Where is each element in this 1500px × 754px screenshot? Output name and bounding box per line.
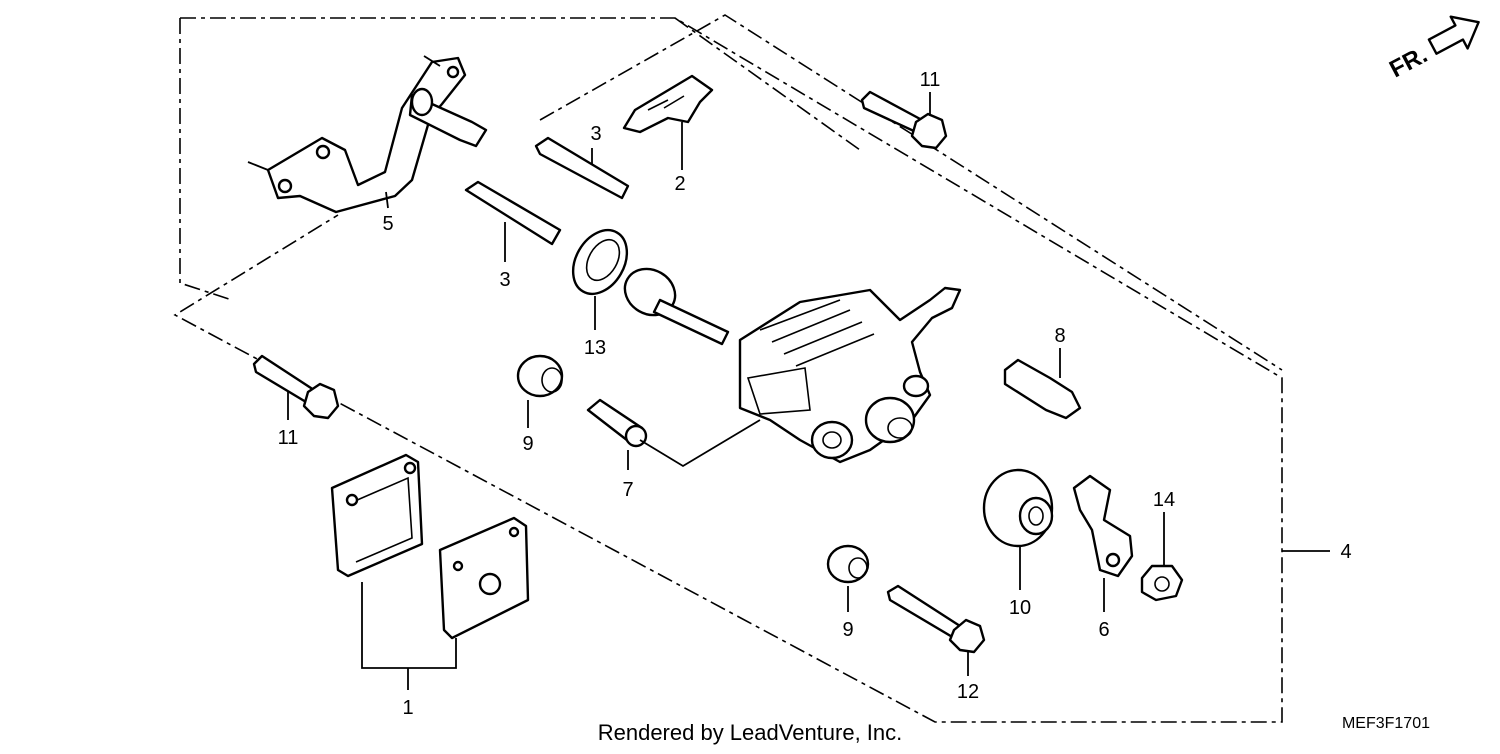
caliper-piston [623, 267, 730, 346]
part-9-cap-lower [826, 544, 870, 612]
part-9-cap-upper [516, 354, 564, 428]
part-10-roller [982, 468, 1054, 590]
part-3-pin-lower [464, 180, 562, 262]
callout-9: 9 [842, 619, 853, 641]
callout-14: 14 [1153, 489, 1175, 511]
part-7-sleeve [586, 398, 761, 470]
part-2-retainer-clip [622, 74, 714, 170]
part-13-seal [571, 229, 629, 330]
part-11-bolt-lower [252, 354, 340, 420]
part-6-plate [1072, 474, 1134, 612]
callout-8: 8 [1054, 325, 1065, 347]
callout-3: 3 [499, 269, 510, 291]
credit-text: Rendered by LeadVenture, Inc. [598, 720, 903, 745]
assembly-outline [173, 14, 1283, 723]
callout-11: 11 [278, 427, 299, 449]
part-5-bracket [247, 55, 488, 214]
part-1-brake-pads [330, 453, 530, 690]
callout-5: 5 [382, 213, 393, 235]
part-14-nut [1140, 512, 1184, 602]
figure-code: MEF3F1701 [1342, 715, 1430, 732]
callout-12: 12 [957, 681, 979, 703]
callout-3: 3 [590, 123, 601, 145]
callout-4: 4 [1340, 541, 1351, 563]
callout-1: 1 [402, 697, 413, 719]
callout-13: 13 [584, 337, 606, 359]
callout-11: 11 [920, 69, 941, 91]
callout-9: 9 [522, 433, 533, 455]
callout-2: 2 [674, 173, 685, 195]
front-arrow-icon [1427, 15, 1480, 55]
callout-6: 6 [1098, 619, 1109, 641]
part-8-boot [1003, 348, 1082, 420]
callout-7: 7 [622, 479, 633, 501]
front-direction-marker: FR. [1385, 15, 1480, 83]
part-11-bolt-upper [860, 90, 948, 150]
callout-10: 10 [1009, 597, 1031, 619]
caliper-body [738, 286, 962, 464]
part-3-pin-upper [534, 136, 630, 200]
callout-labels: 1 2 3 3 4 5 6 7 8 9 9 10 11 11 12 13 14 [278, 69, 1352, 719]
fr-label: FR. [1385, 41, 1432, 83]
part-12-bolt [886, 584, 986, 676]
